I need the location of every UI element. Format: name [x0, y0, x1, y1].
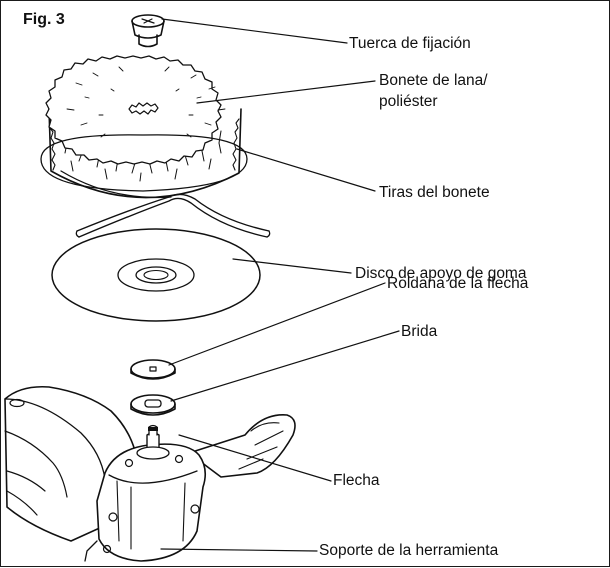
label-spindle-washer: Roldana de la flecha [387, 275, 529, 292]
label-spindle: Flecha [333, 472, 380, 489]
rubber-backing-pad [51, 228, 261, 322]
figure-title: Fig. 3 [23, 11, 65, 28]
flange [130, 394, 176, 416]
spindle-washer [130, 359, 176, 380]
leader-lines [160, 18, 400, 552]
fixing-nut [131, 14, 165, 48]
wool-bonnet [45, 55, 242, 199]
label-rubber-pad: Disco de apoyo de goma [355, 265, 527, 282]
bonnet-strings [40, 134, 271, 238]
bonnet-texture [66, 66, 226, 138]
label-fixing-nut: Tuerca de fijación [349, 35, 471, 52]
label-bonnet-strings: Tiras del bonete [379, 184, 490, 201]
label-bonnet-line1: Bonete de lana/ [379, 72, 488, 89]
polisher-body [4, 385, 296, 562]
label-tool-housing: Soporte de la herramienta [319, 542, 499, 559]
label-flange: Brida [401, 323, 438, 340]
label-bonnet-line2: poliéster [379, 93, 438, 110]
